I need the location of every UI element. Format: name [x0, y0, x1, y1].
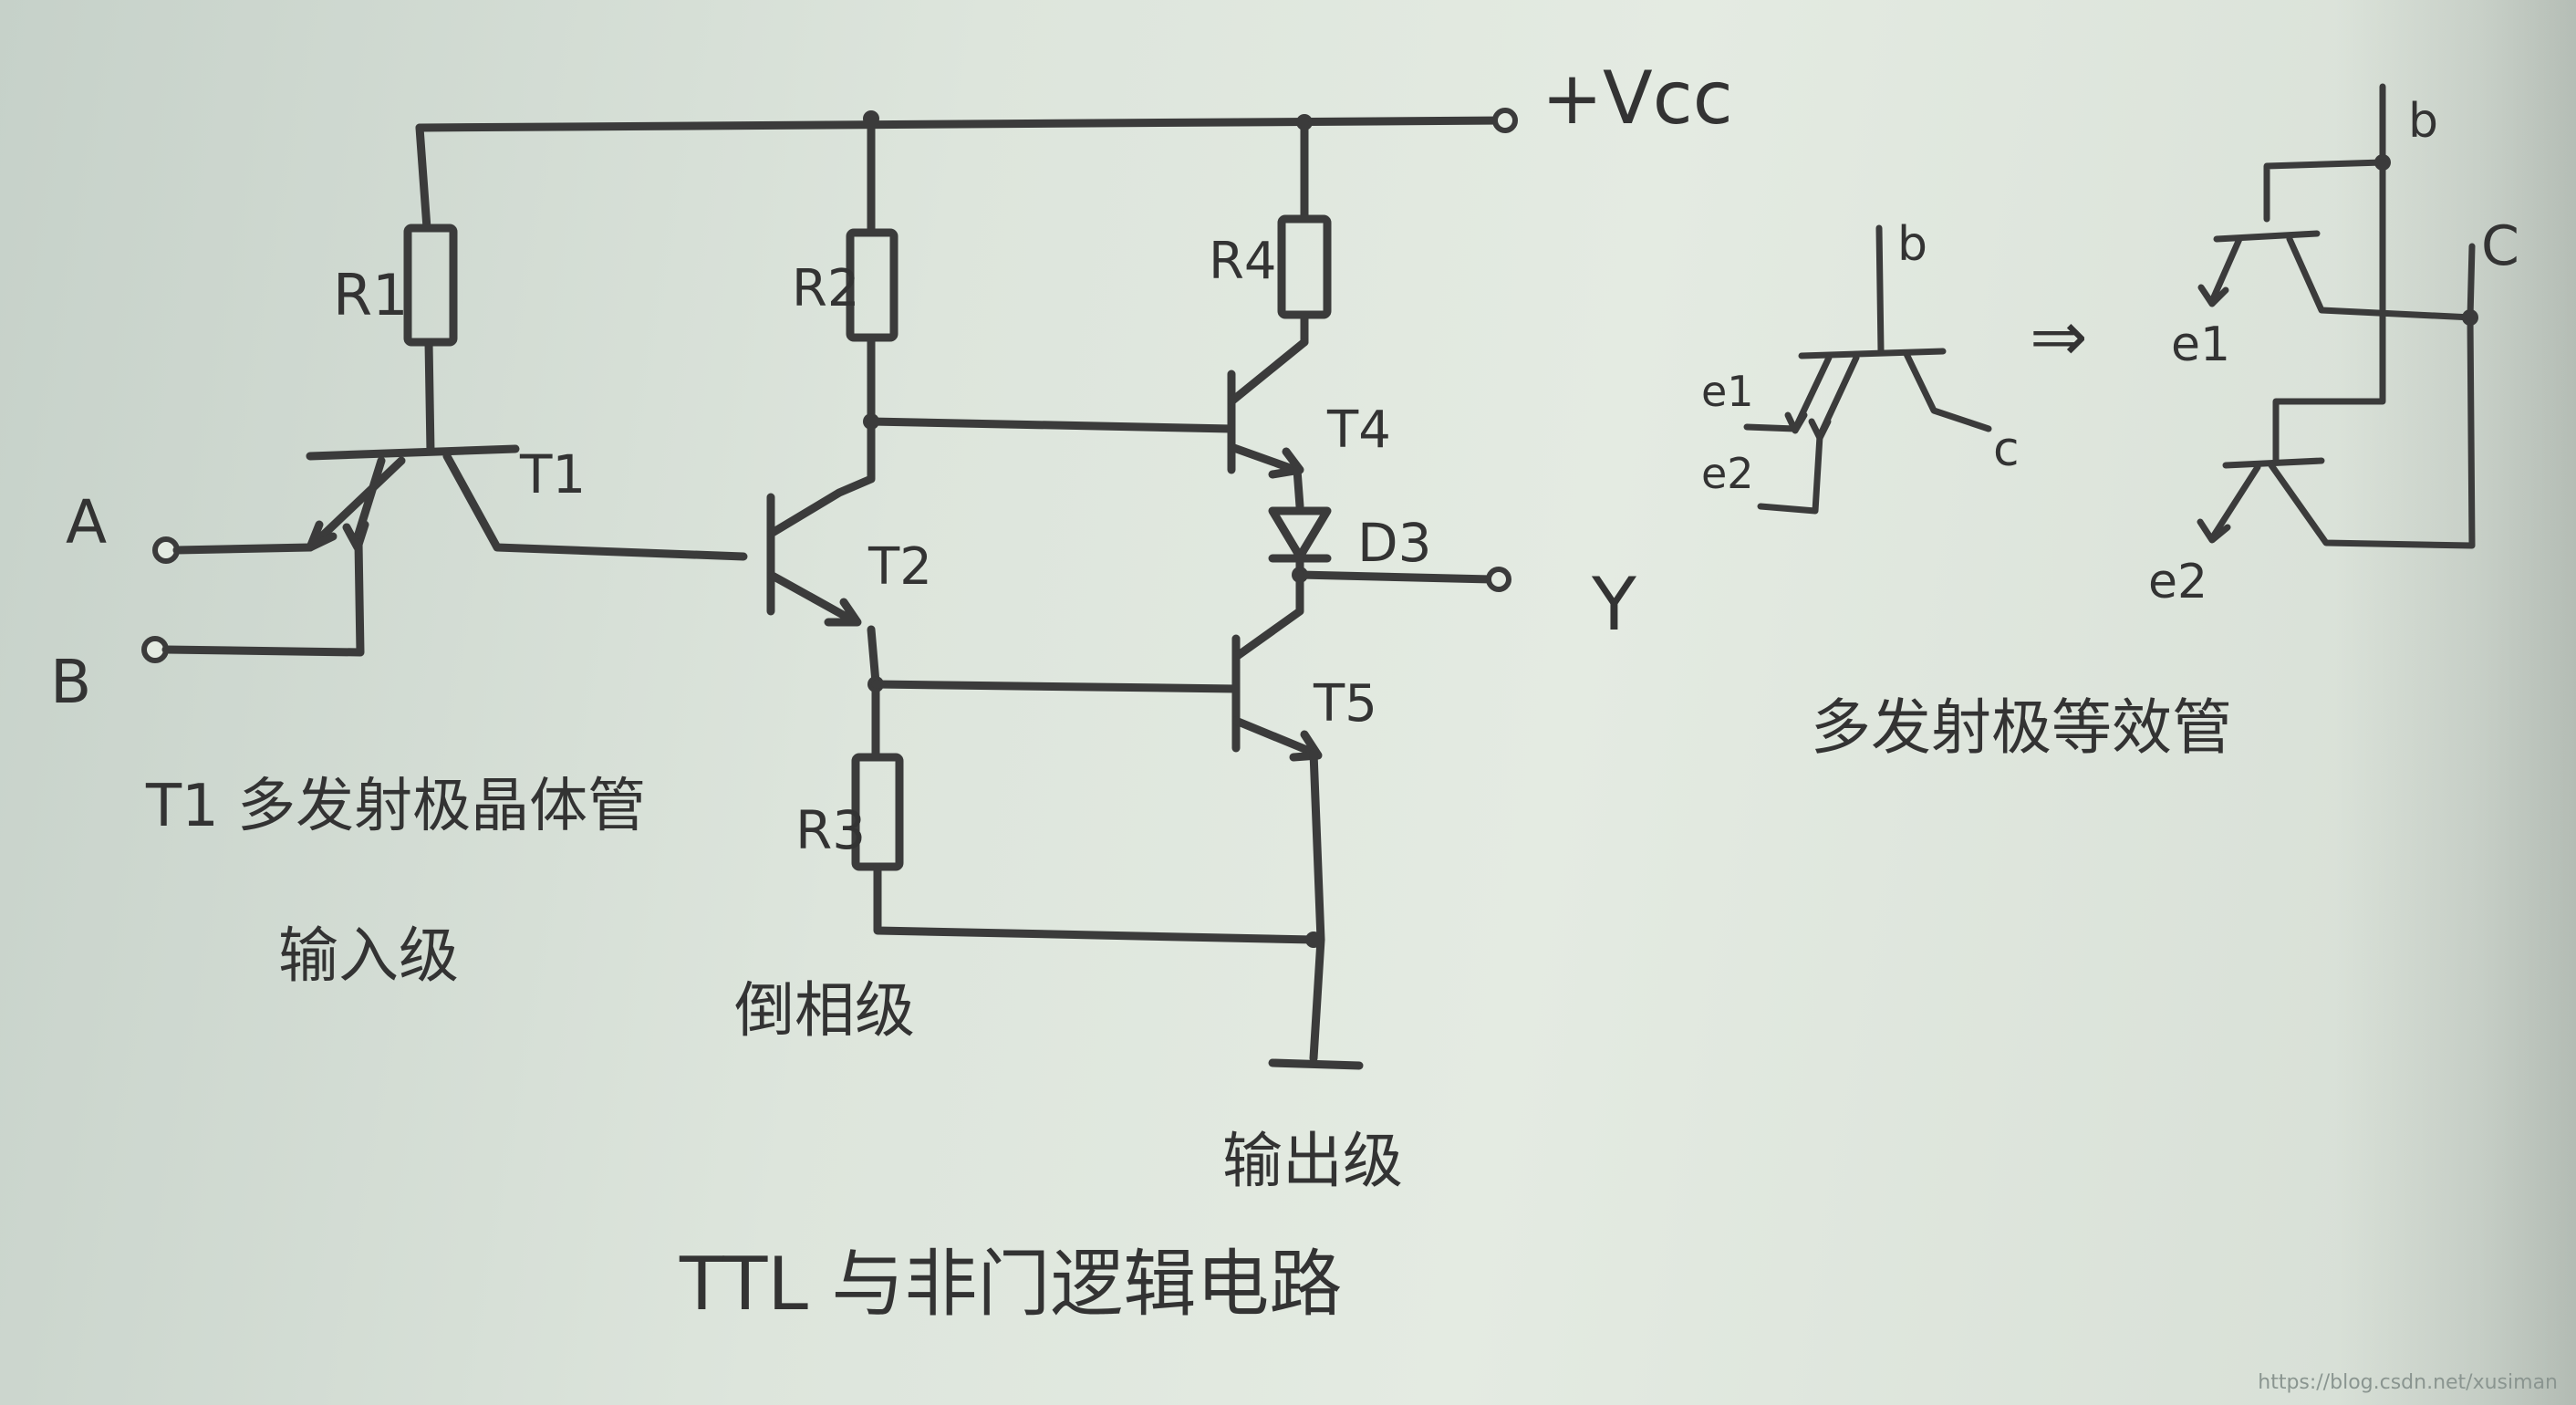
transistor-t5 [871, 570, 1364, 1070]
input-a-label: A [66, 487, 107, 557]
diagram-title: TTL 与非门逻辑电路 [679, 1242, 1342, 1327]
resistor-r1 [403, 123, 458, 456]
eq2-b-label: b [2408, 94, 2438, 149]
input-stage-caption: 输入级 [278, 921, 459, 991]
t4-label: T4 [1326, 401, 1391, 460]
input-a-wire [152, 536, 315, 564]
t2-label: T2 [867, 537, 932, 597]
output-stage-caption: 输出级 [1222, 1126, 1403, 1196]
transistor-t2 [766, 417, 880, 687]
r1-label: R1 [333, 262, 409, 328]
eq-e1-label: e1 [1701, 367, 1754, 416]
equivalent-circuit [2197, 83, 2478, 549]
t1-caption: T1 多发射极晶体管 [145, 773, 646, 840]
t1-label: T1 [519, 443, 586, 505]
vcc-label: +Vcc [1542, 56, 1733, 140]
output-y-label: Y [1591, 562, 1637, 647]
multi-emitter-symbol [1743, 224, 1992, 515]
r3-label: R3 [795, 799, 866, 861]
r2-label: R2 [792, 259, 860, 318]
resistor-r3 [851, 676, 1318, 944]
phase-splitter-caption: 倒相级 [734, 975, 915, 1046]
d3-label: D3 [1357, 512, 1432, 574]
input-b-wire [141, 538, 365, 663]
t5-label: T5 [1313, 674, 1377, 734]
eq2-e1-label: e1 [2171, 317, 2230, 372]
transistor-t4 [1227, 338, 1309, 511]
eq-c-label: c [1993, 422, 2020, 477]
eq2-c-label: C [2481, 214, 2519, 278]
resistor-r4 [1277, 118, 1332, 347]
paper-fold-shadow [2335, 0, 2576, 1405]
input-b-label: B [50, 647, 91, 717]
implies-arrow: ⇒ [2030, 296, 2088, 377]
t2-collector-to-t4-base [867, 417, 1236, 433]
eq-b-label: b [1897, 217, 1927, 272]
r4-label: R4 [1209, 232, 1277, 291]
watermark-url: https://blog.csdn.net/xusiman [2258, 1371, 2558, 1394]
eq-e2-label: e2 [1701, 449, 1754, 498]
vcc-rail [415, 108, 1518, 133]
multi-emitter-equivalent-caption: 多发射极等效管 [1811, 692, 2232, 763]
eq2-e2-label: e2 [2148, 555, 2207, 609]
